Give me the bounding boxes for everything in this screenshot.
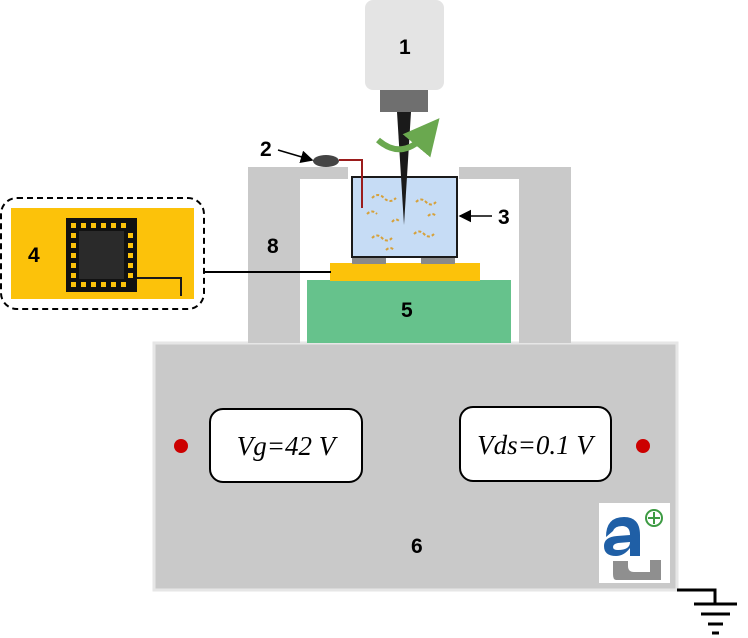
contact-pad-right bbox=[421, 257, 455, 264]
frame bbox=[248, 167, 571, 343]
electrode-pointer-arrow bbox=[277, 149, 314, 163]
label-3: 3 bbox=[498, 206, 510, 229]
particles bbox=[366, 194, 437, 251]
label-8: 8 bbox=[267, 235, 279, 258]
label-5: 5 bbox=[401, 299, 413, 322]
contact-pad-left bbox=[352, 257, 386, 264]
label-1: 1 bbox=[399, 36, 411, 59]
chip-trace bbox=[137, 277, 182, 296]
electrode-wire bbox=[339, 159, 363, 208]
drain-source-voltage-display bbox=[459, 406, 612, 482]
chip-die bbox=[66, 218, 137, 292]
tool-chuck bbox=[380, 90, 428, 112]
ground-icon bbox=[677, 588, 737, 635]
logo-icon bbox=[599, 503, 670, 583]
tool-body bbox=[365, 0, 444, 90]
label-6: 6 bbox=[411, 535, 423, 558]
indicator-light-left bbox=[174, 439, 188, 453]
drain-source-voltage-readout: Vds=0.1 V bbox=[477, 430, 596, 460]
label-2: 2 bbox=[260, 138, 272, 161]
gate-voltage-display bbox=[209, 408, 363, 483]
electrode bbox=[313, 155, 339, 167]
gate-voltage-readout: Vg=42 V bbox=[237, 431, 339, 461]
substrate-block bbox=[307, 280, 511, 343]
rotation-arrow-icon bbox=[376, 118, 440, 158]
chip-base bbox=[330, 263, 480, 281]
label-4: 4 bbox=[28, 244, 40, 267]
indicator-light-right bbox=[636, 439, 650, 453]
